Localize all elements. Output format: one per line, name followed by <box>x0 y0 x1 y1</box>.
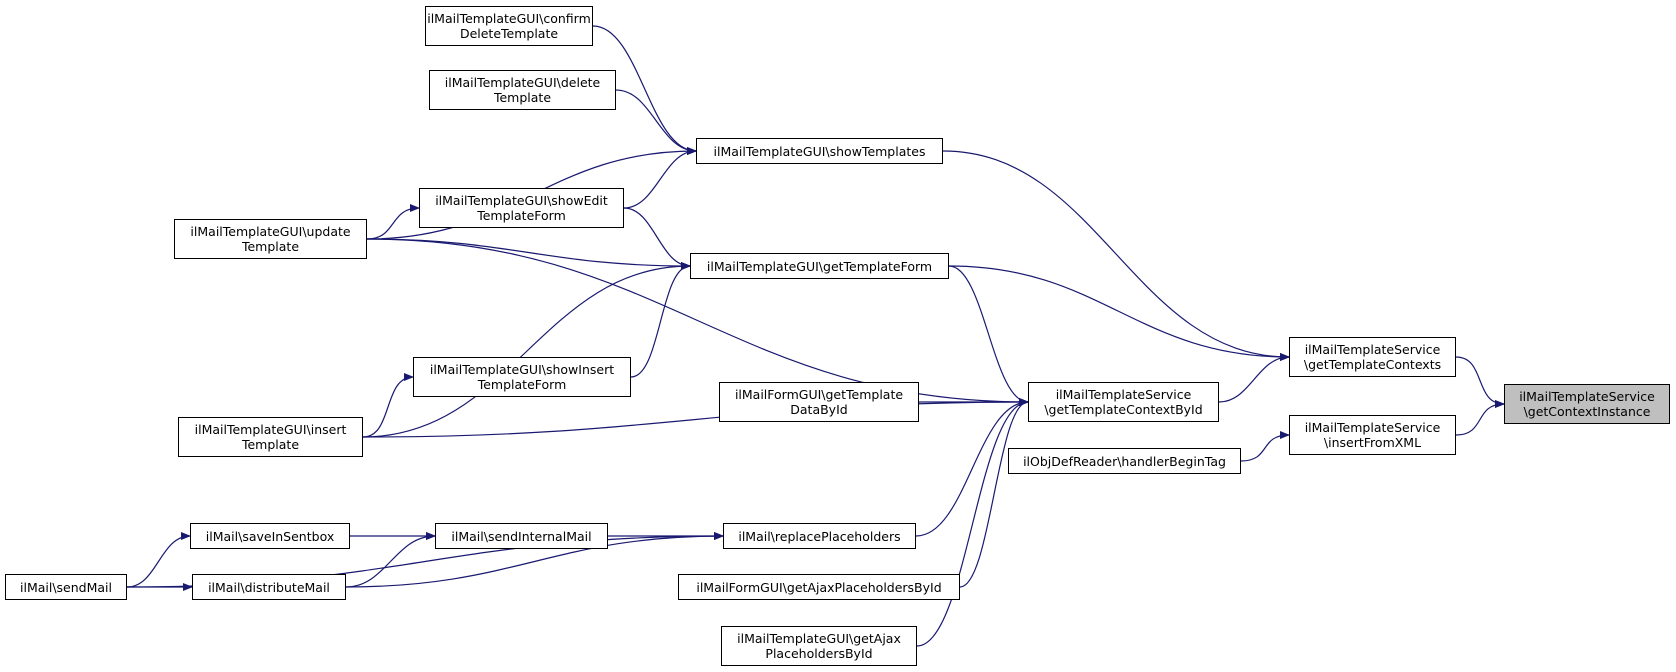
node-label-line: ilMailTemplateGUI\showTemplates <box>713 143 926 159</box>
node-label-line: DataById <box>790 402 848 417</box>
edge-insertTpl-to-getTemplateContextById <box>362 398 1029 438</box>
node-send-internal-mail[interactable]: ilMail\sendInternalMail <box>435 523 608 549</box>
node-label-line: ilMail\sendMail <box>20 579 112 595</box>
node-label-line: ilMailTemplateGUI\insert <box>194 422 347 437</box>
node-label-line: Template <box>241 437 300 452</box>
node-label-line: ilMailTemplateService <box>1055 387 1192 402</box>
edge-updateTpl-to-getTemplateForm <box>366 238 691 270</box>
node-label-line: \getTemplateContexts <box>1303 357 1442 372</box>
edge-distributeMail-to-replacePlaceholders <box>345 532 724 588</box>
node-obj-def-reader-handler-begin-tag[interactable]: ilObjDefReader\handlerBeginTag <box>1008 448 1241 474</box>
node-insert-from-xml[interactable]: ilMailTemplateService \insertFromXML <box>1289 415 1456 455</box>
node-label-line: DeleteTemplate <box>459 26 559 41</box>
node-get-template-form[interactable]: ilMailTemplateGUI\getTemplateForm <box>690 253 949 279</box>
node-label-line: ilMail\sendInternalMail <box>451 528 592 544</box>
node-distribute-mail[interactable]: ilMail\distributeMail <box>192 574 346 600</box>
node-confirm-delete-template[interactable]: ilMailTemplateGUI\confirm DeleteTemplate <box>425 6 593 46</box>
edge-confirmDelete-to-showTemplates <box>592 25 697 155</box>
edge-insertTpl-to-showInsert <box>362 373 414 438</box>
node-label-line: ilMailTemplateGUI\getAjax <box>737 631 901 646</box>
edge-formAjax-to-getTemplateContextById <box>959 398 1029 588</box>
node-show-templates[interactable]: ilMailTemplateGUI\showTemplates <box>696 138 943 164</box>
node-label-line: TemplateForm <box>477 377 567 392</box>
node-get-context-instance: ilMailTemplateService \getContextInstanc… <box>1504 384 1670 424</box>
edge-getTemplateForm-to-getTemplateContextById <box>948 265 1029 406</box>
node-label-line: ilMailTemplateService <box>1304 420 1441 435</box>
edge-objDefReader-to-insertFromXML <box>1240 431 1290 462</box>
node-label-line: ilMailTemplateService <box>1519 389 1655 404</box>
node-show-edit-template-form[interactable]: ilMailTemplateGUI\showEdit TemplateForm <box>419 188 624 228</box>
node-form-get-template-data-by-id[interactable]: ilMailFormGUI\getTemplate DataById <box>719 382 919 422</box>
node-label-line: ilMail\distributeMail <box>208 579 330 595</box>
node-form-get-ajax-placeholders-by-id[interactable]: ilMailFormGUI\getAjaxPlaceholdersById <box>678 574 960 600</box>
node-label-line: TemplateForm <box>477 208 566 223</box>
edge-showInsert-to-getTemplateForm <box>630 262 691 378</box>
node-template-get-ajax-placeholders-by-id[interactable]: ilMailTemplateGUI\getAjax PlaceholdersBy… <box>721 626 917 666</box>
node-label-line: ilMailTemplateGUI\confirm <box>427 11 591 26</box>
node-get-template-context-by-id[interactable]: ilMailTemplateService \getTemplateContex… <box>1028 382 1219 422</box>
edge-updateTpl-to-showEdit <box>366 204 420 240</box>
node-get-template-contexts[interactable]: ilMailTemplateService \getTemplateContex… <box>1289 337 1456 377</box>
edge-showTemplates-to-getTemplateContexts <box>942 150 1290 361</box>
node-label-line: Template <box>241 239 300 254</box>
node-label-line: ilMail\replacePlaceholders <box>738 528 901 544</box>
node-label-line: Template <box>493 90 552 105</box>
edge-getTemplateContextById-to-getTemplateContexts <box>1218 353 1290 403</box>
edge-deleteTpl-to-showTemplates <box>615 89 697 155</box>
node-delete-template[interactable]: ilMailTemplateGUI\delete Template <box>429 70 616 110</box>
node-label-line: ilMailFormGUI\getTemplate <box>734 387 904 402</box>
node-label-line: \getContextInstance <box>1523 404 1651 419</box>
node-label-line: ilMailTemplateGUI\getTemplateForm <box>706 258 933 274</box>
edge-showEdit-to-showTemplates <box>623 147 697 209</box>
node-label-line: ilMail\saveInSentbox <box>205 528 335 544</box>
node-insert-template[interactable]: ilMailTemplateGUI\insert Template <box>178 417 363 457</box>
node-label-line: ilMailTemplateService <box>1304 342 1441 357</box>
edge-layer <box>126 25 1505 647</box>
node-replace-placeholders[interactable]: ilMail\replacePlaceholders <box>723 523 916 549</box>
node-label-line: ilMailTemplateGUI\update <box>190 224 351 239</box>
node-label-line: ilObjDefReader\handlerBeginTag <box>1023 453 1226 469</box>
edge-getTemplateForm-to-getTemplateContexts <box>948 265 1290 361</box>
node-show-insert-template-form[interactable]: ilMailTemplateGUI\showInsert TemplateFor… <box>413 357 631 397</box>
node-label-line: ilMailTemplateGUI\showEdit <box>435 193 608 208</box>
node-label-line: \insertFromXML <box>1323 435 1422 450</box>
edge-insertFromXML-to-getContextInstance <box>1455 400 1505 436</box>
edge-showEdit-to-getTemplateForm <box>623 207 691 270</box>
node-send-mail[interactable]: ilMail\sendMail <box>5 574 127 600</box>
edge-insertTpl-to-getTemplateForm <box>362 262 691 438</box>
edge-sendMail-to-saveInSentbox <box>126 532 191 588</box>
edge-getTemplateContexts-to-getContextInstance <box>1455 356 1505 408</box>
edge-tplAjax-to-getTemplateContextById <box>916 398 1029 647</box>
node-label-line: PlaceholdersById <box>765 646 873 661</box>
node-update-template[interactable]: ilMailTemplateGUI\update Template <box>174 219 367 259</box>
node-label-line: \getTemplateContextById <box>1044 402 1203 417</box>
edge-replacePlaceholders-to-getTemplateContextById <box>915 398 1029 537</box>
node-label-line: ilMailTemplateGUI\showInsert <box>429 362 615 377</box>
edge-distributeMail-to-sendInternalMail <box>345 532 436 588</box>
node-label-line: ilMailFormGUI\getAjaxPlaceholdersById <box>696 579 942 595</box>
node-label-line: ilMailTemplateGUI\delete <box>444 75 601 90</box>
node-save-in-sentbox[interactable]: ilMail\saveInSentbox <box>190 523 350 549</box>
